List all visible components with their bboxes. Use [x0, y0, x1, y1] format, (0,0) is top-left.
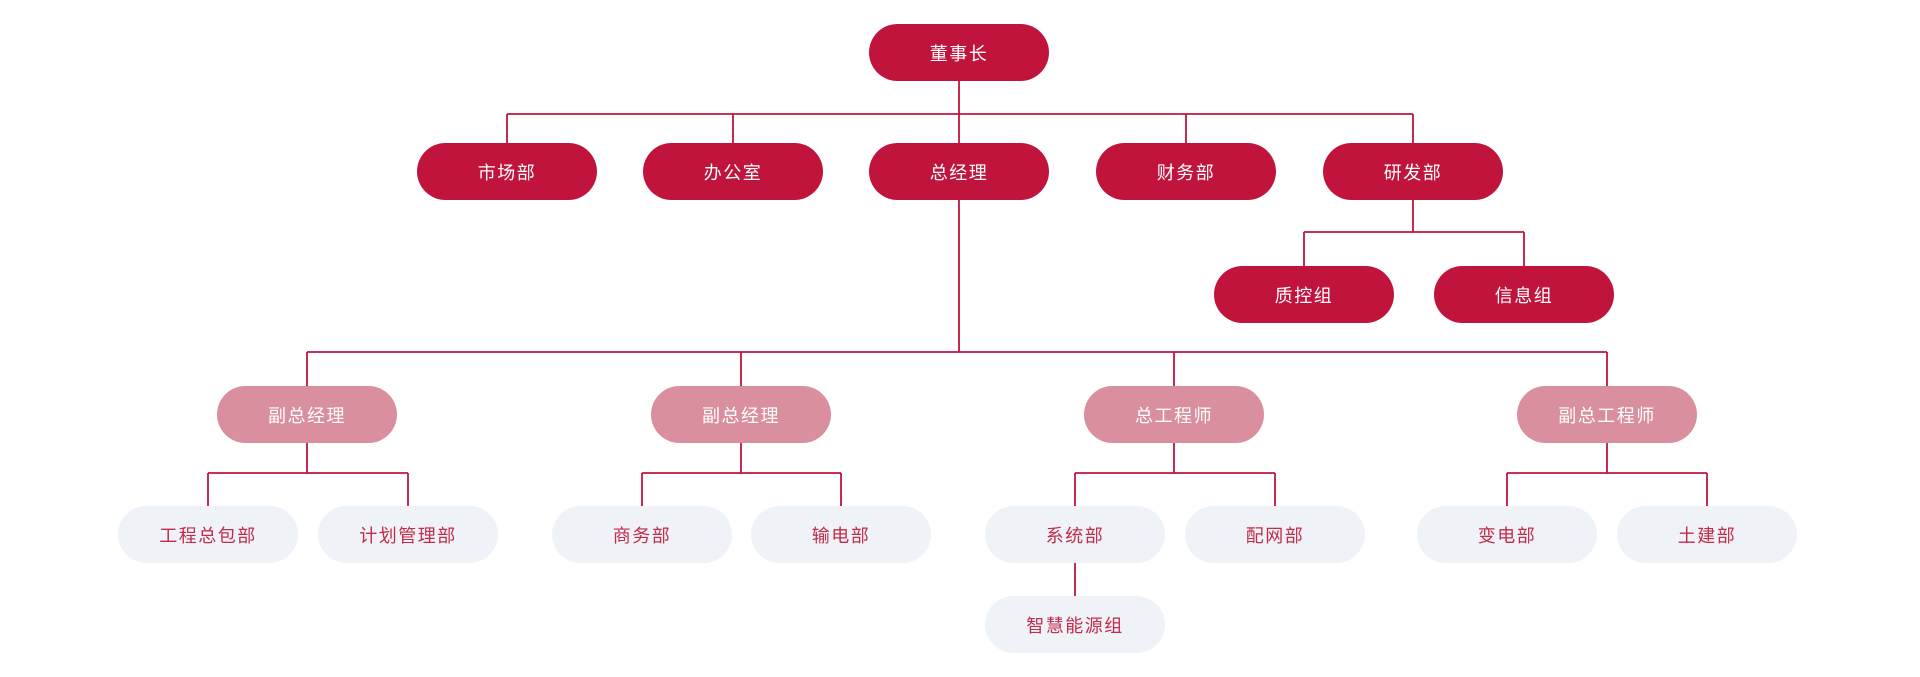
org-node-commerce-dept[interactable]: 商务部 — [552, 506, 732, 563]
org-node-deputy-chief-engineer[interactable]: 副总工程师 — [1517, 386, 1697, 443]
org-node-distribution-dept[interactable]: 配网部 — [1185, 506, 1365, 563]
org-node-chairman[interactable]: 董事长 — [869, 24, 1049, 81]
org-node-information-group[interactable]: 信息组 — [1434, 266, 1614, 323]
org-node-deputy-gm-2[interactable]: 副总经理 — [651, 386, 831, 443]
org-node-transmission-dept[interactable]: 输电部 — [751, 506, 931, 563]
org-node-rnd-dept[interactable]: 研发部 — [1323, 143, 1503, 200]
org-node-substation-dept[interactable]: 变电部 — [1417, 506, 1597, 563]
org-node-civil-dept[interactable]: 土建部 — [1617, 506, 1797, 563]
org-node-smart-energy-group[interactable]: 智慧能源组 — [985, 596, 1165, 653]
org-node-quality-control-group[interactable]: 质控组 — [1214, 266, 1394, 323]
org-node-office[interactable]: 办公室 — [643, 143, 823, 200]
org-node-marketing-dept[interactable]: 市场部 — [417, 143, 597, 200]
org-node-finance-dept[interactable]: 财务部 — [1096, 143, 1276, 200]
org-node-planning-dept[interactable]: 计划管理部 — [318, 506, 498, 563]
org-node-chief-engineer[interactable]: 总工程师 — [1084, 386, 1264, 443]
org-node-systems-dept[interactable]: 系统部 — [985, 506, 1165, 563]
org-node-general-manager[interactable]: 总经理 — [869, 143, 1049, 200]
org-node-epc-dept[interactable]: 工程总包部 — [118, 506, 298, 563]
org-node-deputy-gm-1[interactable]: 副总经理 — [217, 386, 397, 443]
